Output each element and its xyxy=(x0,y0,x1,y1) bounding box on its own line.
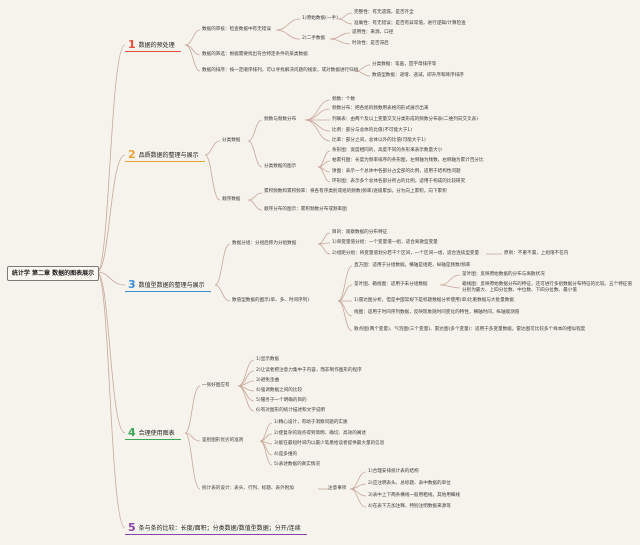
b2-g4: 环形图：表示多个总体各部分所占的比例，适用于构成的比较研究 xyxy=(332,179,466,184)
b2-chart: 分类数据的图示 xyxy=(264,164,297,169)
branch-1-number: 1 xyxy=(128,38,136,51)
b2-g1: 条形图：宽度相同的，高度不同的条形来表示数量大小 xyxy=(332,148,443,153)
b3-d5: 散点图(两个变量)、气泡图(三个变量)、雷达图(多个变量)：适用于多变量数据，雷… xyxy=(354,327,586,332)
connector-root-b5 xyxy=(96,271,126,529)
b4-r3: 3)能在最短时间内以最少笔墨给读者提供最大量的信息 xyxy=(274,441,385,446)
branch-5-title: 条与条的比较：长度/面积；分类数据/数值型数据；分开/连续 xyxy=(138,525,301,532)
b3-grp2: 1)单变量值分组：一个变量值一组，适合离散型变量 xyxy=(332,240,438,245)
b4-g2: 2)让读者把注意力集中于内容，而非制作图形的程序 xyxy=(256,368,362,373)
connector-root-b3 xyxy=(96,271,126,286)
root-node[interactable]: 统计学 第二章 数据的图表展示 xyxy=(7,266,99,281)
branch-3-number: 3 xyxy=(128,278,136,291)
b4-g1: 1)显示数据 xyxy=(256,357,280,362)
b1-sort: 数据的排序：按一定顺序排列，可以寻找解决问题的线索，或对数据进行归组 xyxy=(202,68,359,73)
b4-g3: 3)避免歪曲 xyxy=(256,378,280,383)
b2-ord: 顺序数据 xyxy=(222,197,241,202)
b1-c4: 时效性：是否滞后 xyxy=(352,41,389,46)
b2-f3: 列联表：由两个及以上变量交叉分类形成的频数分布表(二维列向交叉表) xyxy=(332,117,478,122)
b3-display: 数值型数据的图示(单、多、时间序列) xyxy=(232,298,310,303)
b4-g4: 4)强调数据之间的比较 xyxy=(256,388,303,393)
b2-o2: 顺序分布的图示：累积频数分布或频率图 xyxy=(264,207,347,212)
b4-table: 统计表的设计：表头、行列、标题、表外附加 xyxy=(202,486,294,491)
b2-cat: 分类数据 xyxy=(222,138,241,143)
b1-raw: 1)原始数据(一手) xyxy=(302,16,338,21)
b4-good: 一张好图应有 xyxy=(202,383,230,388)
b3-grp3: 2)组距分组：将变量值划分若干个区间，一个区间一组，适合连续型变量 xyxy=(332,251,480,256)
b4-n3: 3)表中上下两条横线一般用粗线，其他用细线 xyxy=(368,493,460,498)
b3-d2: 茎叶图、箱线图：适用于未分组数据 xyxy=(354,282,428,287)
b1-s2: 数值型数据：递增、递减，即升序和降序排序 xyxy=(372,73,464,78)
b4-n4: 4)在表下方加注释，特别注明数据来源等 xyxy=(368,504,451,509)
branch-5-number: 5 xyxy=(128,521,136,534)
branch-2-number: 2 xyxy=(128,148,136,161)
b1-audit: 数据的审核：检查数据中有无错误 xyxy=(202,27,271,32)
b1-c3: 适用性：来源，口径 xyxy=(352,30,394,35)
branch-4-number: 4 xyxy=(128,426,136,439)
b4-g6: 6)有对图形的统计描述和文字说明 xyxy=(256,408,326,413)
branch-4-title: 合理使用图表 xyxy=(138,430,175,437)
b3-d2b: 箱线图：反映原始数据分布的特征，还可进行多组数据分布特征的比较。五个特征值分别为… xyxy=(462,282,632,293)
b4-n2: 2)应注明表头、总标题、表中数据的单位 xyxy=(368,481,451,486)
b4-n1: 1)合理安排统计表的结构 xyxy=(368,469,419,474)
b2-f4: 比例：部分与总体的比值(不可能大于1) xyxy=(332,128,413,133)
b2-g2: 帕累托图：长度为频率排序的条形图，左侧轴为频数，右侧轴为累计百分比 xyxy=(332,158,484,163)
b3-group: 数据分组：分组后称为分组数据 xyxy=(232,241,297,246)
b4-r4: 4)是多维的 xyxy=(274,452,298,457)
connector-root-b1 xyxy=(96,44,126,273)
b3-grp3a: 原则：不重不漏，上组限不在内 xyxy=(504,251,569,256)
connector-root-b2 xyxy=(96,154,126,273)
b3-grp1: 目的：观察数据的分布特征 xyxy=(332,230,388,235)
branch-2-title: 品质数据的整理与展示 xyxy=(138,152,199,159)
b1-s1: 分类数据：笔画，首字母排序等 xyxy=(372,62,437,67)
branch-1-title: 数据的预处理 xyxy=(138,42,175,49)
b3-d2a: 茎叶图：反映原始数据的分布与离散状况 xyxy=(462,272,545,277)
b3-d1: 直方图：适用于分组数据，横轴是组距，纵轴是频数/频率 xyxy=(354,263,471,268)
b4-rule: 鉴别图形优劣的准则 xyxy=(202,438,244,443)
b2-freq: 频数与频数分布 xyxy=(264,117,297,122)
b4-g5: 5)服务于一个明确的目的 xyxy=(256,398,307,403)
connector-root-b4 xyxy=(96,271,126,434)
b4-r2: 2)使复杂的观点得到简明、确切、高效的阐述 xyxy=(274,431,366,436)
b2-f1: 频数：个数 xyxy=(332,97,355,102)
b4-r5: 5)表述数据的真实情况 xyxy=(274,462,321,467)
b1-c1: 完整性：有无遗漏，是否齐全 xyxy=(354,10,414,15)
b4-r1: 1)精心设计，有助于洞察问题的实质 xyxy=(274,420,348,425)
b3-d4: 线图：适用于时间序列数据，反映现象随时间变化的特性，横轴时间，纵轴观测值 xyxy=(354,310,520,315)
b1-filter: 数据的筛选：根据需要找出符合特定条件的某类数据 xyxy=(202,52,308,57)
b4-note: 注意事项 xyxy=(328,486,347,491)
b2-g3: 饼图：表示一个总体中各部分占全部的比例，适用于结构性问题 xyxy=(332,169,461,174)
b1-c2: 准确性：有无错误；是否有异常值，进行逻辑/计算检查 xyxy=(354,21,466,26)
b1-second: 2)二手数据 xyxy=(302,36,326,41)
branch-3-title: 数值型数据的整理与展示 xyxy=(138,282,205,289)
b2-f2: 频数分布：把各组的频数用表格的形式展示出来 xyxy=(332,106,429,111)
b3-d3: 1)雷达图分析，但是中国常规下是标题数据分析使用(单)比重数据与大批量数据 xyxy=(354,298,514,303)
b2-o1: 累积频数和累积频率：将各有序类别或组的频数(频率)逐级累加，分为向上累积，向下累… xyxy=(264,189,447,194)
b2-f5: 比率：部分之间，总体以外的比值(可能大于1) xyxy=(332,138,426,143)
